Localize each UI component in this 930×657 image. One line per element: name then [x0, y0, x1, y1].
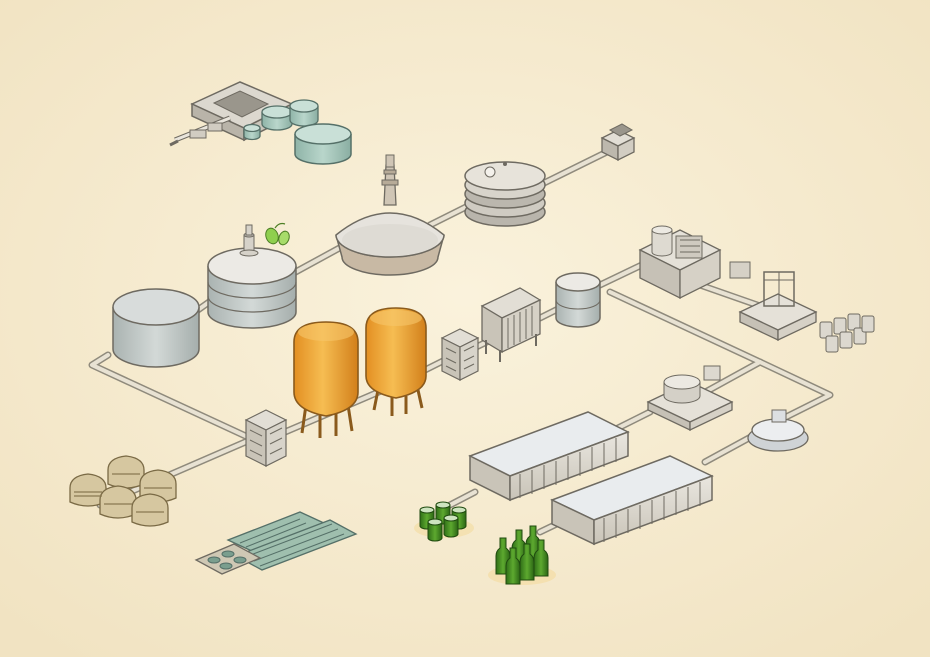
bottling-line — [468, 411, 630, 502]
fermentation-tank-2 — [365, 307, 427, 416]
bright-beer-tank — [555, 272, 601, 328]
keg-filling-machine — [638, 225, 751, 300]
bottle-group — [488, 525, 556, 585]
lauter-tun — [464, 161, 546, 227]
malt-sacks — [69, 455, 177, 527]
waste-water-tank — [294, 123, 352, 165]
spent-grain-pads — [194, 543, 262, 575]
pasteurizer — [646, 365, 734, 432]
labeling-line — [550, 455, 714, 546]
labeling-machine — [747, 409, 809, 452]
wort-kettle — [207, 224, 297, 329]
keg-stack — [819, 313, 875, 353]
drying-floor — [226, 511, 358, 571]
heat-exchanger-2 — [440, 328, 480, 381]
fermentation-tank — [293, 321, 359, 438]
can-pack — [414, 501, 474, 542]
mash-tun — [335, 154, 445, 276]
keg-washer — [738, 271, 818, 342]
water-tanks — [243, 99, 352, 165]
hopper — [600, 123, 636, 162]
hops-icon — [265, 222, 290, 246]
hot-liquor-tank — [112, 288, 200, 368]
pipe-network — [88, 144, 834, 536]
filter-press — [480, 287, 542, 362]
heat-exchanger — [244, 409, 288, 467]
